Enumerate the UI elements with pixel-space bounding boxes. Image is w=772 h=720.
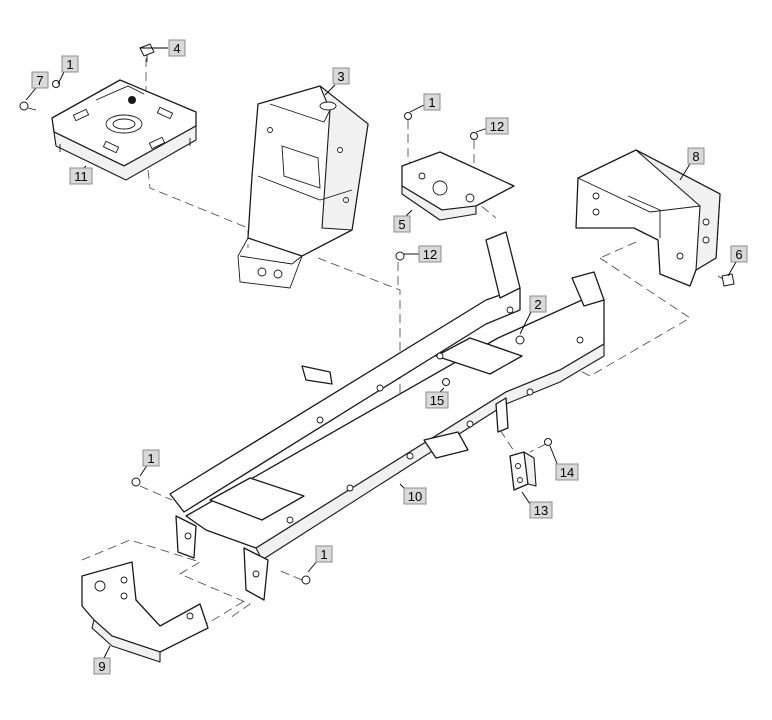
callout-3: 3 (332, 67, 350, 85)
main-frame (169, 231, 605, 601)
seat-mount-plate (51, 79, 197, 181)
bolt-item-12-top (470, 132, 478, 140)
callout-14: 14 (555, 463, 579, 481)
steering-support-tower (237, 85, 369, 289)
svg-text:9: 9 (98, 659, 105, 674)
svg-text:2: 2 (534, 297, 541, 312)
svg-text:7: 7 (36, 73, 43, 88)
callout-12-top: 12 (485, 117, 509, 135)
callout-12-mid: 12 (418, 245, 442, 263)
svg-text:1: 1 (428, 95, 435, 110)
bolt-item-14 (544, 438, 552, 446)
svg-text:1: 1 (320, 547, 327, 562)
svg-text:5: 5 (398, 217, 405, 232)
callout-13: 13 (529, 501, 553, 519)
svg-text:15: 15 (430, 393, 444, 408)
bolt-item-1-bottom (301, 575, 311, 585)
svg-text:12: 12 (490, 119, 504, 134)
svg-text:13: 13 (534, 503, 548, 518)
svg-text:4: 4 (173, 41, 180, 56)
callout-10: 10 (403, 487, 427, 505)
callout-1-plate: 1 (423, 93, 441, 111)
bracket-plate (401, 151, 515, 221)
bolt-item-12-mid (395, 251, 405, 261)
bolt-item-1-plate (404, 112, 412, 120)
svg-text:10: 10 (408, 489, 422, 504)
callout-4: 4 (168, 39, 186, 57)
callout-2: 2 (529, 295, 547, 313)
callout-1-top: 1 (61, 55, 79, 73)
svg-text:3: 3 (337, 69, 344, 84)
bolt-item-4 (139, 43, 155, 62)
callout-9: 9 (93, 657, 111, 675)
callout-6: 6 (730, 245, 748, 263)
svg-text:11: 11 (74, 169, 88, 184)
bolt-item-7 (19, 101, 37, 111)
svg-text:12: 12 (423, 247, 437, 262)
bolt-item-15 (442, 378, 450, 386)
fasteners (19, 43, 735, 585)
callout-8: 8 (687, 147, 705, 165)
bolt-item-1-top (52, 80, 60, 88)
rear-hitch-bracket (575, 149, 721, 287)
svg-text:1: 1 (66, 57, 73, 72)
callouts: 4 1 7 11 3 1 12 5 12 8 6 2 15 10 14 13 1… (31, 39, 748, 675)
bolt-item-1-left (131, 477, 141, 487)
callout-11: 11 (69, 167, 93, 185)
bolt-item-2 (515, 335, 525, 345)
callout-15: 15 (425, 391, 449, 409)
callout-7: 7 (31, 71, 49, 89)
front-bumper-bracket (81, 561, 209, 663)
svg-text:1: 1 (147, 451, 154, 466)
callout-5: 5 (393, 215, 411, 233)
callout-1-left: 1 (142, 449, 160, 467)
svg-text:14: 14 (560, 465, 574, 480)
svg-text:6: 6 (735, 247, 742, 262)
svg-text:8: 8 (692, 149, 699, 164)
callout-1-bottom: 1 (315, 545, 333, 563)
angle-bracket (509, 451, 537, 491)
